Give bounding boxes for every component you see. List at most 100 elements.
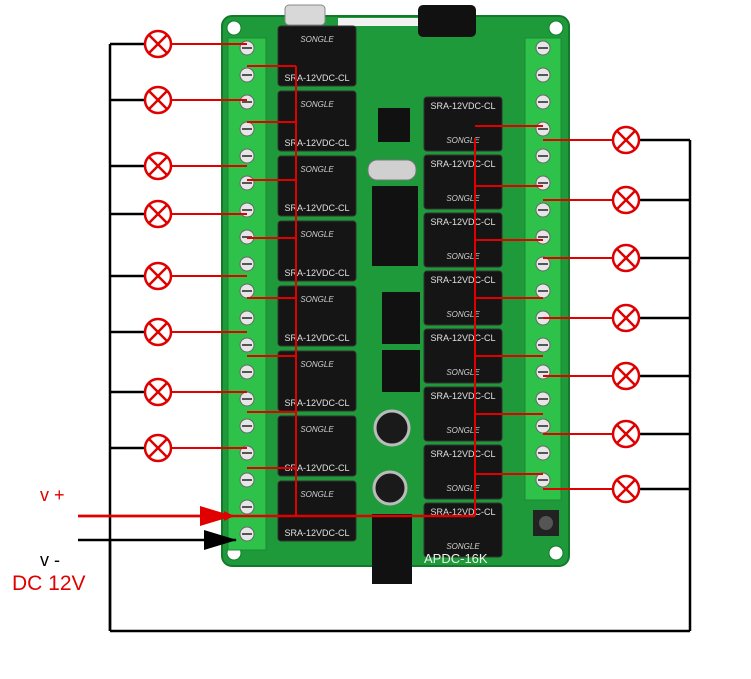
relay-brand-label: SONGLE — [300, 100, 334, 109]
lamp-cross — [148, 382, 168, 402]
mount-hole — [226, 20, 242, 36]
relay: SRA-12VDC-CL SONGLE — [423, 386, 503, 442]
relay-model-label: SRA-12VDC-CL — [430, 275, 495, 285]
relay-brand-label: SONGLE — [300, 35, 334, 44]
relay: SRA-12VDC-CL SONGLE — [277, 285, 357, 347]
negative-supply-label: v - — [40, 550, 60, 570]
relay: SRA-12VDC-CL SONGLE — [277, 90, 357, 152]
relay-brand-label: SONGLE — [446, 136, 480, 145]
relay-brand-label: SONGLE — [300, 295, 334, 304]
relay-model-label: SRA-12VDC-CL — [430, 449, 495, 459]
relay-model-label: SRA-12VDC-CL — [430, 101, 495, 111]
lamp-cross — [616, 424, 636, 444]
relay-body — [277, 415, 357, 477]
relay-bank: SRA-12VDC-CL SONGLE SRA-12VDC-CL SONGLE SRA-… — [277, 25, 503, 558]
relay: SRA-12VDC-CL SONGLE — [277, 220, 357, 282]
relay-model-label: SRA-12VDC-CL — [430, 391, 495, 401]
relay-model-label: SRA-12VDC-CL — [284, 203, 349, 213]
lamp-icon — [611, 243, 641, 273]
relay-body — [277, 285, 357, 347]
relay-brand-label: SONGLE — [446, 542, 480, 551]
capacitor — [372, 470, 408, 506]
lamp-cross — [616, 308, 636, 328]
relay: SRA-12VDC-CL SONGLE — [277, 155, 357, 217]
mount-hole — [548, 20, 564, 36]
relay-model-label: SRA-12VDC-CL — [284, 333, 349, 343]
load-lamps — [143, 29, 641, 504]
relay-body — [277, 480, 357, 542]
relay-body — [277, 25, 357, 87]
lamp-icon — [143, 29, 173, 59]
relay: SRA-12VDC-CL SONGLE — [423, 444, 503, 500]
relay-brand-label: SONGLE — [446, 484, 480, 493]
relay: SRA-12VDC-CL SONGLE — [423, 502, 503, 558]
lamp-icon — [143, 261, 173, 291]
lamp-icon — [143, 199, 173, 229]
relay-model-label: SRA-12VDC-CL — [284, 398, 349, 408]
relay-model-label: SRA-12VDC-CL — [430, 217, 495, 227]
positive-supply-label: v + — [40, 485, 65, 505]
lamp-icon — [611, 185, 641, 215]
lamp-cross — [616, 190, 636, 210]
lamp-cross — [148, 204, 168, 224]
lamp-cross — [616, 130, 636, 150]
negative-arrow-head — [204, 530, 237, 550]
relay: SRA-12VDC-CL SONGLE — [423, 96, 503, 152]
lamp-icon — [611, 125, 641, 155]
lamp-cross — [616, 248, 636, 268]
relay-model-label: SRA-12VDC-CL — [284, 138, 349, 148]
relay-brand-label: SONGLE — [300, 230, 334, 239]
relay: SRA-12VDC-CL SONGLE — [277, 25, 357, 87]
relay-brand-label: SONGLE — [446, 426, 480, 435]
lamp-icon — [611, 303, 641, 333]
positive-arrow-head — [200, 506, 233, 526]
relay-body — [423, 444, 503, 500]
relay-body — [277, 220, 357, 282]
lamp-icon — [143, 317, 173, 347]
relay: SRA-12VDC-CL SONGLE — [277, 480, 357, 542]
lamp-cross — [148, 266, 168, 286]
relay-brand-label: SONGLE — [300, 490, 334, 499]
relay-model-label: SRA-12VDC-CL — [430, 333, 495, 343]
relay-brand-label: SONGLE — [446, 310, 480, 319]
antenna-module — [418, 5, 476, 37]
relay-model-label: SRA-12VDC-CL — [430, 507, 495, 517]
left-terminal-screws — [239, 40, 255, 542]
driver-chip — [382, 292, 420, 344]
relay-model-label: SRA-12VDC-CL — [284, 73, 349, 83]
header-strip — [338, 18, 418, 26]
lamp-icon — [611, 474, 641, 504]
lamp-cross — [148, 90, 168, 110]
relay-body — [423, 96, 503, 152]
driver-chip — [382, 350, 420, 392]
crystal-oscillator — [284, 4, 326, 26]
relay-brand-label: SONGLE — [300, 165, 334, 174]
relay-model-label: SRA-12VDC-CL — [284, 268, 349, 278]
relay-model-label: SRA-12VDC-CL — [284, 528, 349, 538]
relay-brand-label: SONGLE — [446, 368, 480, 377]
lamp-cross — [616, 366, 636, 386]
mount-hole — [548, 545, 564, 561]
crystal — [367, 159, 417, 181]
relay-brand-label: SONGLE — [300, 360, 334, 369]
learn-button-cap — [539, 516, 553, 530]
receiver-chip — [378, 108, 410, 142]
lamp-icon — [143, 151, 173, 181]
lamp-icon — [611, 361, 641, 391]
relay-body — [423, 154, 503, 210]
lamp-icon — [611, 419, 641, 449]
decoder-chip — [372, 186, 418, 266]
lamp-cross — [148, 322, 168, 342]
lamp-cross — [148, 34, 168, 54]
relay-brand-label: SONGLE — [446, 252, 480, 261]
relay-brand-label: SONGLE — [446, 194, 480, 203]
relay-body — [277, 155, 357, 217]
lamp-cross — [148, 156, 168, 176]
relay-model-label: SRA-12VDC-CL — [284, 463, 349, 473]
lamp-icon — [143, 433, 173, 463]
lamp-icon — [143, 377, 173, 407]
